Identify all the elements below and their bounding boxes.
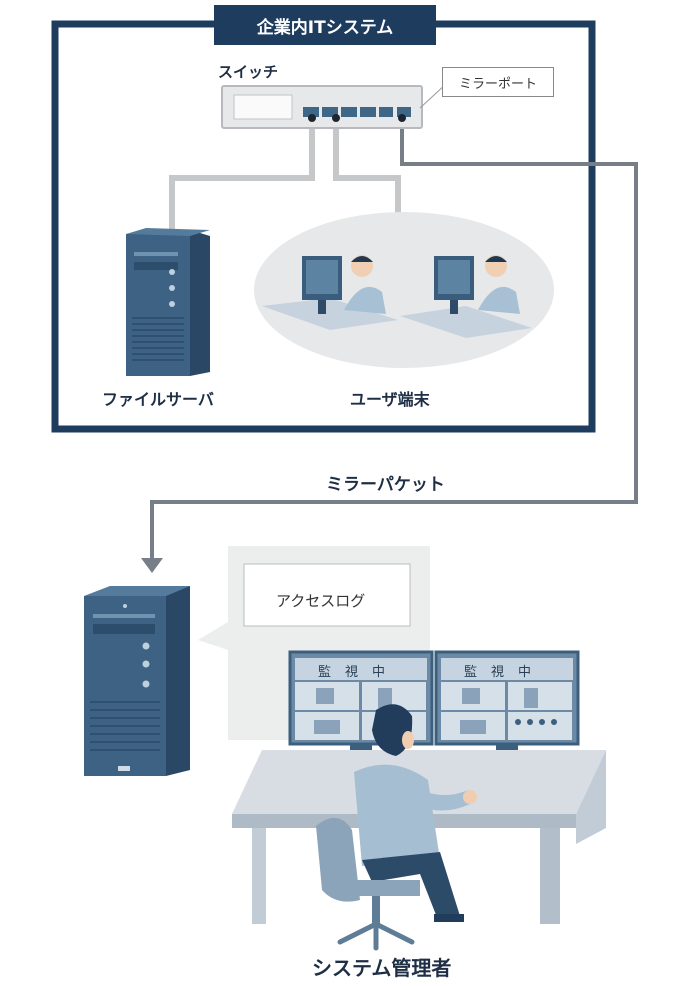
switch-device [221, 85, 423, 129]
system-administrator-icon [316, 704, 477, 951]
mirror-packet-label: ミラーパケット [326, 475, 445, 495]
file-server-icon [126, 228, 210, 376]
user-terminals-group [254, 212, 554, 368]
user-workstation-1-icon [262, 255, 398, 330]
monitor-1-status: 監視中 [318, 665, 400, 680]
user-terminals-label: ユーザ端末 [350, 390, 430, 409]
system-admin-label: システム管理者 [312, 956, 452, 980]
switch-label: スイッチ [218, 63, 279, 81]
mirror-packet-line [150, 116, 638, 560]
monitor-2-icon [434, 650, 580, 758]
access-log-label: アクセスログ [276, 592, 366, 610]
it-system-title: 企業内ITシステム [214, 5, 436, 45]
log-server-icon [84, 586, 190, 776]
mirror-port-label: ミラーポート [442, 67, 554, 97]
user-workstation-2-icon [400, 255, 532, 338]
monitor-2-status: 監視中 [464, 665, 546, 680]
file-server-label: ファイルサーバ [102, 390, 214, 409]
arrow-head-icon [141, 558, 163, 573]
mirror-port-pointer [419, 83, 447, 109]
lan-cables [169, 116, 401, 232]
